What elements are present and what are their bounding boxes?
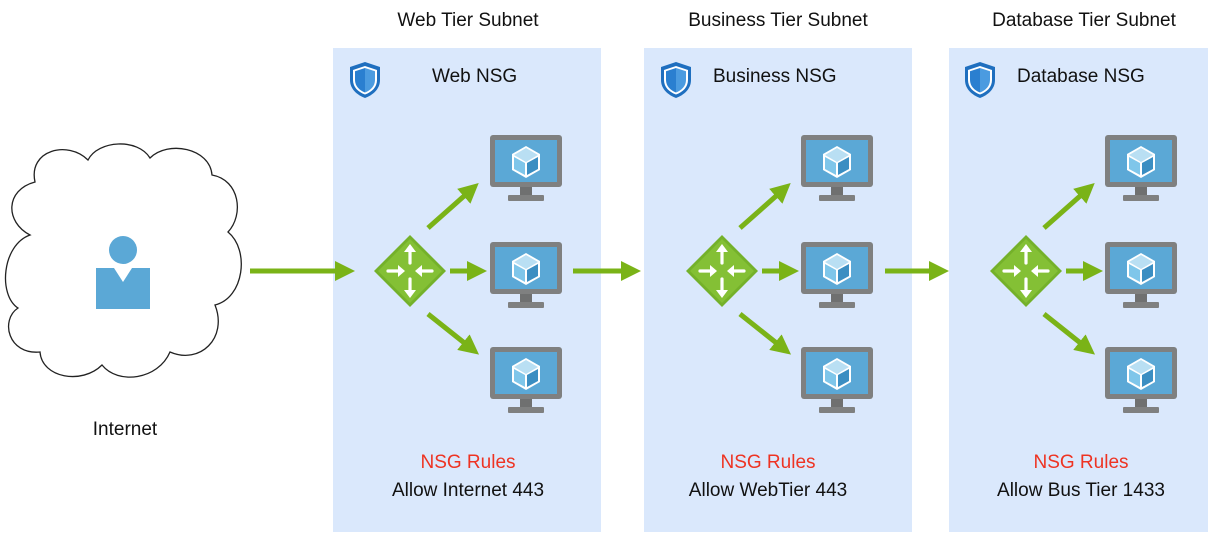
database-tier-subnet-title: Database Tier Subnet bbox=[992, 10, 1176, 31]
internet-label: Internet bbox=[92, 419, 158, 440]
business-vm-top-icon bbox=[801, 135, 873, 201]
database-lb-to-vm-top-arrow bbox=[1042, 183, 1095, 230]
web-load-balancer-icon bbox=[372, 233, 448, 309]
database-vm-middle-icon bbox=[1105, 242, 1177, 308]
database-nsg-shield-icon bbox=[965, 62, 995, 98]
database-nsg-rules-title: NSG Rules bbox=[1033, 452, 1129, 473]
business-vm-middle-icon bbox=[801, 242, 873, 308]
user-icon bbox=[96, 236, 150, 309]
database-lb-to-vm-bottom-arrow bbox=[1042, 312, 1096, 355]
web-lb-to-vm-top-arrow bbox=[426, 183, 479, 230]
business-nsg-shield-icon bbox=[661, 62, 691, 98]
web-nsg-shield-icon bbox=[350, 62, 380, 98]
business-load-balancer-icon bbox=[684, 233, 760, 309]
business-nsg-rules-title: NSG Rules bbox=[720, 452, 816, 473]
database-vm-bottom-icon bbox=[1105, 347, 1177, 413]
web-nsg-rules-text: Allow Internet 443 bbox=[391, 480, 545, 501]
web-vm-bottom-icon bbox=[490, 347, 562, 413]
database-nsg-label: Database NSG bbox=[1017, 66, 1145, 87]
database-load-balancer-icon bbox=[988, 233, 1064, 309]
web-nsg-rules-title: NSG Rules bbox=[420, 452, 516, 473]
business-vm-bottom-icon bbox=[801, 347, 873, 413]
business-tier-subnet-title: Business Tier Subnet bbox=[688, 10, 868, 31]
web-tier-subnet-title: Web Tier Subnet bbox=[397, 10, 539, 31]
database-nsg-rules-text: Allow Bus Tier 1433 bbox=[997, 480, 1165, 501]
business-nsg-label: Business NSG bbox=[713, 66, 837, 87]
web-vm-middle-icon bbox=[490, 242, 562, 308]
business-lb-to-vm-bottom-arrow bbox=[738, 312, 792, 355]
business-lb-to-vm-top-arrow bbox=[738, 183, 791, 230]
database-vm-top-icon bbox=[1105, 135, 1177, 201]
business-nsg-rules-text: Allow WebTier 443 bbox=[688, 480, 848, 501]
web-vm-top-icon bbox=[490, 135, 562, 201]
web-nsg-label: Web NSG bbox=[432, 66, 518, 87]
web-lb-to-vm-bottom-arrow bbox=[426, 312, 480, 355]
